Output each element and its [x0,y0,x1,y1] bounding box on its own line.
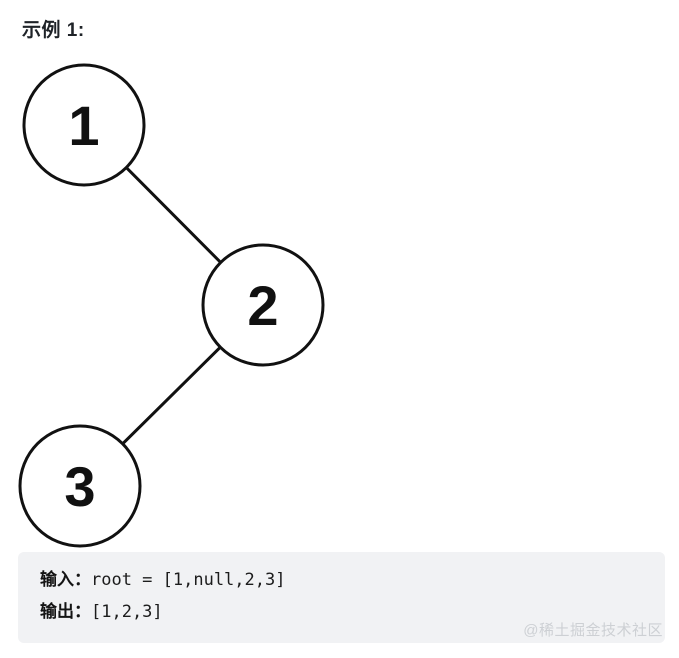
tree-node-1-value: 1 [68,94,99,157]
tree-node-3: 3 [18,424,142,548]
example-title: 示例 1: [22,20,85,41]
output-value: [1,2,3] [91,602,163,622]
output-label: 输出： [40,602,91,621]
tree-node-3-value: 3 [64,455,95,518]
tree-node-2-value: 2 [247,274,278,337]
input-line: 输入：root = [1,null,2,3] [40,564,649,596]
watermark-text: @稀土掘金技术社区 [523,622,663,639]
output-line: 输出：[1,2,3] [40,596,649,628]
tree-node-3-circle [18,424,142,548]
tree-node-2-circle [201,243,325,367]
tree-node-1-circle [22,63,146,187]
tree-node-1: 1 [22,63,146,187]
input-value: root = [1,null,2,3] [91,570,286,590]
tree-node-2: 2 [201,243,325,367]
input-label: 输入： [40,570,91,589]
example-io-block: 输入：root = [1,null,2,3] 输出：[1,2,3] [18,552,665,643]
